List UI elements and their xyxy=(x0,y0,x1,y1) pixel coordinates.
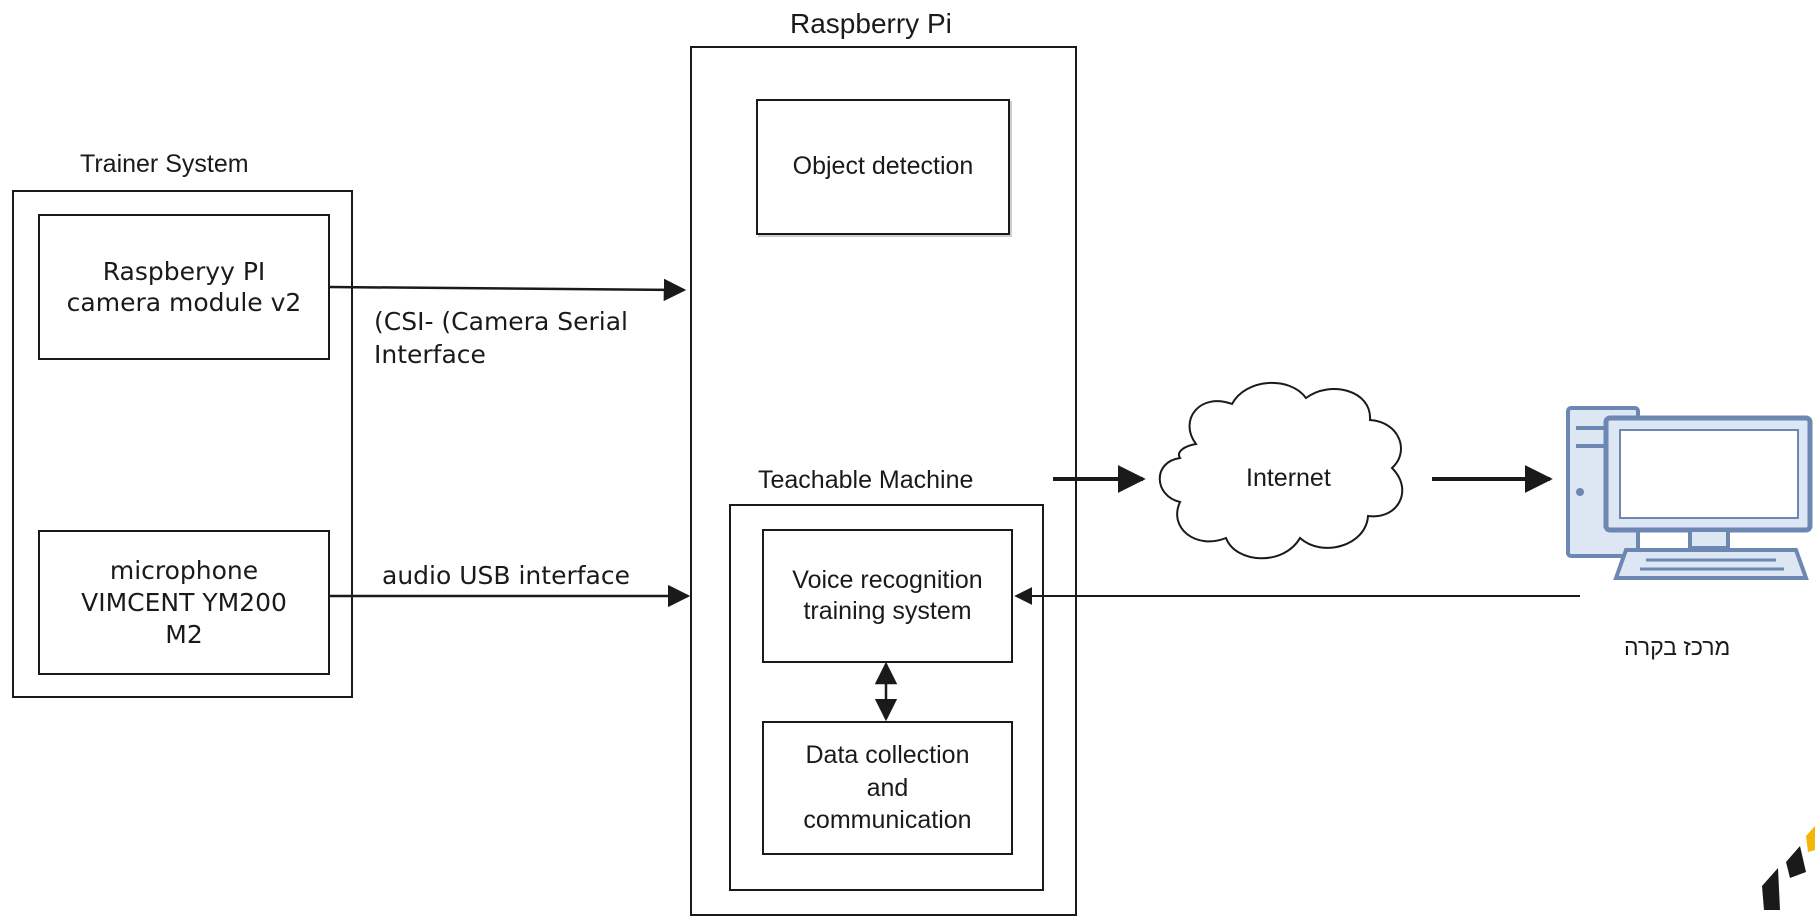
internet-label[interactable]: Internet xyxy=(1246,464,1331,492)
trainer-system-title: Trainer System xyxy=(80,150,249,178)
audio-usb-edge-label: audio USB interface xyxy=(382,561,630,590)
data-collection-label: Data collection and communication xyxy=(803,741,972,835)
control-center-label: מרכז בקרה xyxy=(1624,634,1731,660)
raspberry-pi-title: Raspberry Pi xyxy=(790,8,952,39)
csi-edge-label: (CSI- (Camera Serial Interface xyxy=(374,307,628,369)
teachable-machine-title: Teachable Machine xyxy=(758,466,974,494)
object-detection-label: Object detection xyxy=(792,152,974,181)
data-collection-node[interactable]: Data collection and communication xyxy=(762,721,1013,855)
camera-node[interactable]: Raspberyy PI camera module v2 xyxy=(38,214,330,360)
internet-cloud-shape xyxy=(1158,381,1404,560)
csi-edge xyxy=(329,278,687,302)
object-detection-node[interactable]: Object detection xyxy=(756,99,1010,235)
camera-node-label: Raspberyy PI camera module v2 xyxy=(66,256,302,317)
voice-recognition-label: Voice recognition training system xyxy=(792,565,983,625)
computer-icon xyxy=(1566,406,1813,580)
logo-fragment xyxy=(1762,826,1815,910)
voice-recognition-node[interactable]: Voice recognition training system xyxy=(762,529,1013,663)
microphone-node-label: microphone VIMCENT YM200 M2 xyxy=(81,555,287,649)
microphone-node[interactable]: microphone VIMCENT YM200 M2 xyxy=(38,530,330,675)
